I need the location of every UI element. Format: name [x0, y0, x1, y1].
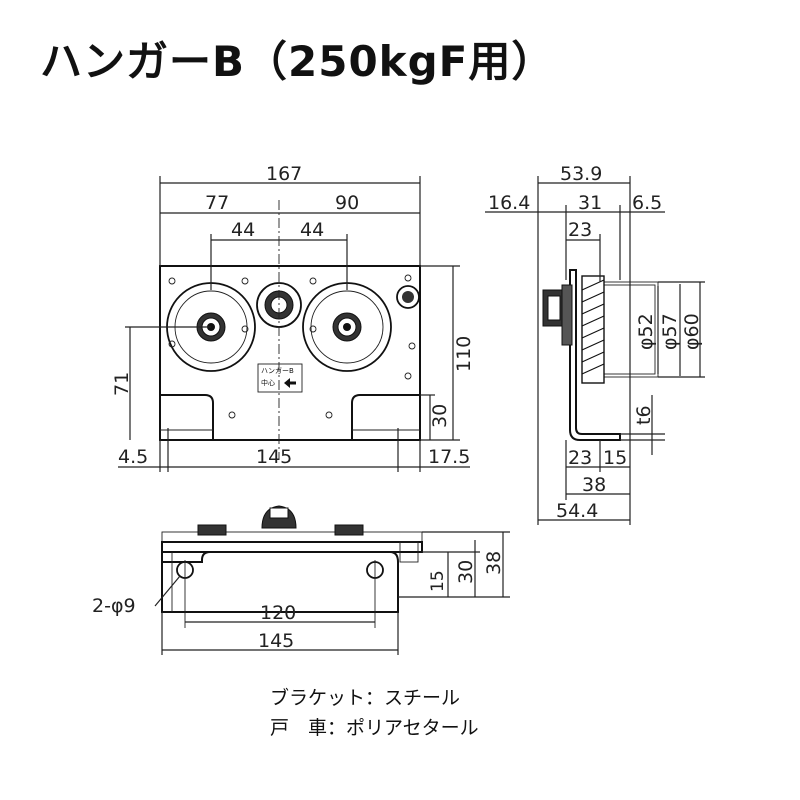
mount-holes: [168, 274, 416, 419]
dim-145-bottom: 145: [258, 630, 294, 652]
dim-38-side: 38: [582, 474, 606, 496]
dim-2-phi9: 2-φ9: [92, 595, 136, 617]
center-label-line2: 中心: [261, 378, 275, 387]
dim-53-9: 53.9: [560, 163, 602, 185]
material-note-bracket: ブラケット：スチール: [270, 683, 460, 710]
dim-31: 31: [578, 192, 602, 214]
material-label: ブラケット: [270, 687, 366, 709]
dim-120: 120: [260, 602, 296, 624]
dim-30-bottom: 30: [455, 560, 477, 584]
adjust-bolt: [396, 285, 420, 309]
front-view: ハンガーB 中心 167 77 90 44 44 110 30 71: [111, 163, 475, 472]
material-sep: ：: [327, 717, 347, 739]
dim-38-bottom: 38: [483, 551, 505, 575]
dim-6-5: 6.5: [632, 192, 662, 214]
dim-145-front: 145: [256, 446, 292, 468]
center-arrow-icon: [284, 378, 290, 388]
front-plate-outline: [159, 265, 421, 441]
dim-110: 110: [453, 336, 475, 372]
side-view: 53.9 16.4 31 6.5 23 φ52 φ57 φ60 t6 23 15: [485, 163, 705, 525]
material-value: ポリアセタール: [346, 717, 479, 739]
front-base-flange: [159, 395, 421, 441]
dim-71: 71: [111, 372, 133, 396]
bottom-wheel-right: [334, 524, 364, 536]
material-label: 戸 車: [270, 717, 328, 739]
material-value: スチール: [384, 687, 461, 709]
dim-23-top: 23: [568, 219, 592, 241]
dim-15-side: 15: [603, 447, 627, 469]
dim-phi57: φ57: [659, 313, 681, 350]
dim-44-right: 44: [300, 219, 324, 241]
material-sep: ：: [365, 687, 385, 709]
dim-54-4: 54.4: [556, 500, 598, 522]
bottom-wheel-left: [197, 524, 227, 536]
center-label-line1: ハンガーB: [261, 366, 294, 375]
bottom-view: 2-φ9 120 145 15 30 38: [92, 505, 510, 655]
dim-90: 90: [335, 192, 359, 214]
dim-t6: t6: [633, 405, 655, 425]
side-wheel-hatch: [581, 275, 605, 384]
page-title: ハンガーB（250kgF用）: [40, 37, 555, 86]
dim-15-bottom: 15: [428, 570, 448, 592]
bottom-plate: [161, 551, 399, 613]
dim-phi52: φ52: [635, 313, 657, 350]
dim-phi60: φ60: [681, 313, 703, 350]
dim-77: 77: [205, 192, 229, 214]
dim-167: 167: [266, 163, 302, 185]
dim-17-5: 17.5: [428, 446, 470, 468]
right-wheel: [302, 282, 392, 372]
dim-30: 30: [429, 404, 451, 428]
dim-44-left: 44: [231, 219, 255, 241]
dim-16-4: 16.4: [488, 192, 530, 214]
dim-23-bottom: 23: [568, 447, 592, 469]
dim-4-5: 4.5: [118, 446, 148, 468]
center-label-box: [257, 363, 303, 393]
material-note-wheel: 戸 車：ポリアセタール: [270, 713, 479, 740]
